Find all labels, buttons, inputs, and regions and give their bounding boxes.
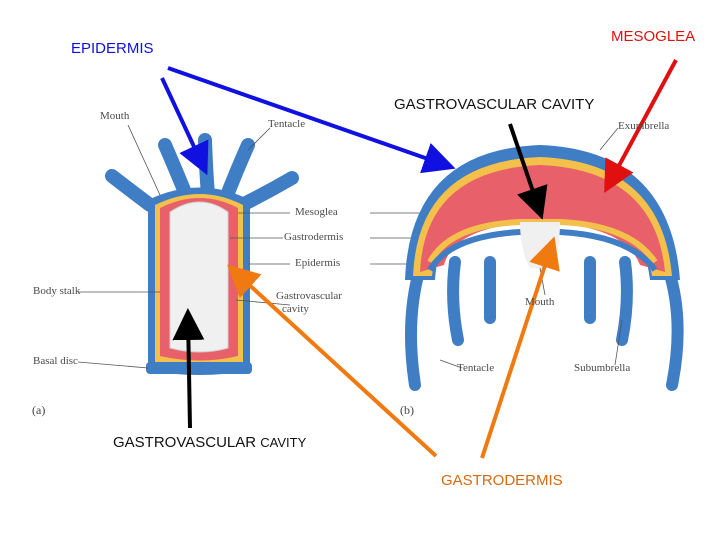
polyp-basal-disc (146, 362, 252, 374)
polyp-label-epidermis: Epidermis (295, 257, 341, 269)
label-epidermis: EPIDERMIS (71, 40, 154, 57)
polyp-figure (77, 124, 420, 375)
polyp-label-mouth: Mouth (100, 110, 130, 122)
label-cavity-word: CAVITY (260, 435, 307, 450)
arrow-gastrodermis-medusa (480, 236, 560, 459)
arrow-gastrovascular-medusa (508, 123, 548, 220)
medusa-label-exumbrella: Exumbrella (618, 120, 670, 132)
polyp-label-mesoglea: Mesoglea (295, 206, 338, 218)
medusa-label-subumbrella: Subumbrella (574, 362, 631, 374)
arrow-epidermis-polyp (160, 77, 209, 176)
polyp-label-tentacle: Tentacle (268, 118, 306, 130)
medusa-label-mouth: Mouth (525, 296, 555, 308)
polyp-label-basal-disc: Basal disc (33, 355, 78, 367)
polyp-label-body-stalk: Body stalk (33, 285, 81, 297)
medusa-tentacles (405, 256, 684, 391)
arrow-gastrovascular-polyp (172, 308, 205, 429)
polyp-label-gastrodermis: Gastrodermis (284, 231, 344, 243)
arrow-gastrodermis-polyp (227, 264, 438, 458)
annotation-arrows (160, 59, 678, 459)
arrow-epidermis-medusa (167, 66, 456, 174)
medusa-caption: (b) (400, 403, 414, 417)
arrow-mesoglea (604, 59, 678, 194)
medusa-cavity (520, 222, 560, 268)
polyp-label-gastrovascular: Gastrovascular (276, 290, 342, 302)
label-gastrodermis: GASTRODERMIS (441, 472, 563, 489)
medusa-label-tentacle: Tentacle (457, 362, 495, 374)
label-gastrovascular-cavity-top: GASTROVASCULAR CAVITY (394, 96, 595, 113)
label-gastrovascular-word: GASTROVASCULAR (113, 434, 257, 451)
label-mesoglea: MESOGLEA (611, 28, 696, 45)
polyp-cavity (169, 201, 229, 353)
polyp-label-cavity: cavity (282, 303, 309, 315)
polyp-caption: (a) (32, 403, 46, 417)
label-gastrovascular-cavity-bottom: GASTROVASCULAR CAVITY (113, 434, 306, 451)
